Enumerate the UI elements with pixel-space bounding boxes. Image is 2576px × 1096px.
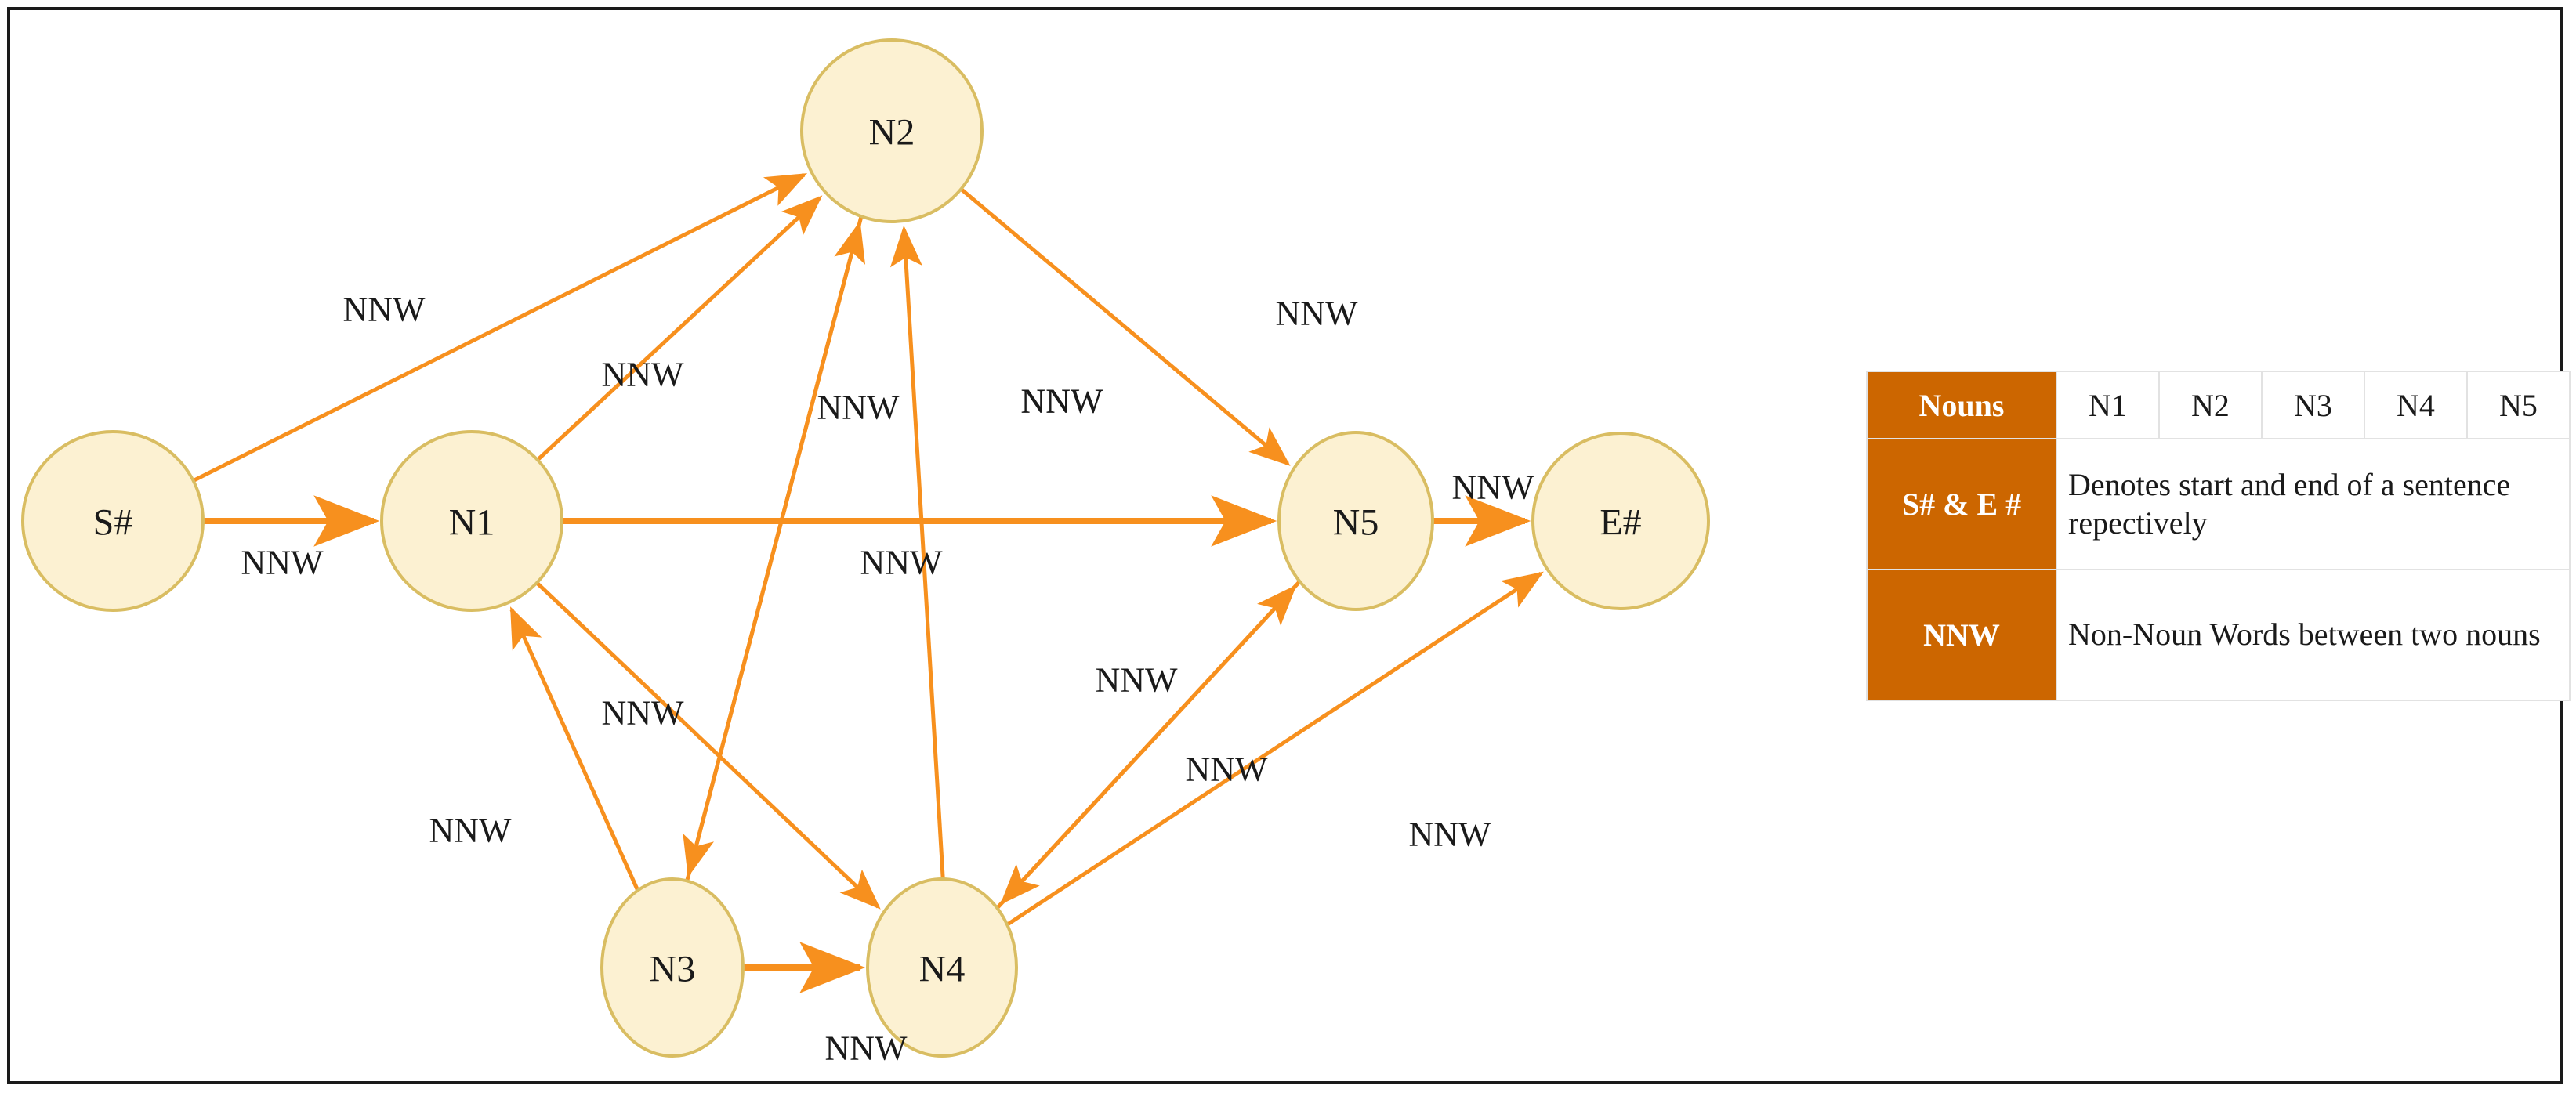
legend-noun-cell: N4 [2364,371,2468,439]
edge-n2-to-n5 [959,187,1291,466]
node-label-n2: N2 [869,112,915,154]
edge-label-nnw: NNW [824,1029,908,1068]
edge-label-nnw: NNW [241,544,324,582]
edge-label-nnw: NNW [1095,661,1178,700]
legend-noun-cell: N5 [2466,371,2571,439]
edge-n3-to-n1 [509,606,640,892]
legend-row-header: S# & E # [1866,438,2057,570]
legend-row-header: Nouns [1866,371,2057,439]
edge-label-nnw: NNW [817,389,900,427]
edge-n4-to-n2 [889,225,945,879]
node-label-n3: N3 [650,949,696,990]
edge-label-nnw: NNW [1185,751,1268,789]
edge-label-nnw: NNW [1408,816,1491,854]
node-n3[interactable]: N3 [600,877,745,1058]
edge-n5-to-n4 [1000,580,1302,906]
legend-description-cell: Denotes start and end of a sentence repe… [2056,438,2571,570]
node-label-s: S# [93,502,133,544]
node-label-n5: N5 [1333,502,1379,544]
edge-label-nnw: NNW [601,356,684,394]
node-label-e: E# [1600,502,1641,544]
node-n5[interactable]: N5 [1277,431,1434,611]
edge-label-nnw: NNW [860,544,943,582]
node-shape-n1 [380,430,563,612]
edge-n3-to-n2 [685,220,866,882]
node-n1[interactable]: N1 [380,430,563,612]
legend-row: S# & E #Denotes start and end of a sente… [1866,438,2571,570]
edge-label-nnw: NNW [1020,382,1103,421]
edge-label-nnw: NNW [1451,468,1534,507]
edge-label-nnw: NNW [1275,295,1358,333]
edge-label-nnw: NNW [601,694,684,732]
node-n2[interactable]: N2 [800,38,984,223]
edges-layer [192,172,1544,993]
legend-noun-cell: N1 [2056,371,2160,439]
edge-label-nnw: NNW [429,812,512,850]
node-shape-s [21,430,205,612]
legend-description-cell: Non-Noun Words between two nouns [2056,569,2571,701]
node-e[interactable]: E# [1531,432,1710,610]
legend-noun-cell: N3 [2261,371,2365,439]
edge-s-to-n2 [192,172,808,483]
edge-n1-to-n4 [535,581,881,910]
node-label-n4: N4 [919,949,966,990]
node-shape-n5 [1277,431,1434,611]
node-s[interactable]: S# [21,430,205,612]
node-shape-n3 [600,877,745,1058]
edge-label-nnw: NNW [342,291,426,329]
node-shape-n4 [866,877,1018,1058]
edge-label-nnw: NNW [1020,382,1103,421]
edge-labels-layer: NNW NNW NNW NNW NNW NNW NNW NNW NNW NNW NNW NNW NNW N… [241,291,1534,1068]
edge-n1-to-n2 [536,195,823,461]
node-n4[interactable]: N4 [866,877,1018,1058]
edge-n4-to-e [1005,571,1544,927]
node-label-n1: N1 [449,502,495,544]
node-shape-n2 [800,38,984,223]
node-shape-e [1531,432,1710,610]
legend-noun-cell: N2 [2158,371,2263,439]
legend-row-header: NNW [1866,569,2057,701]
